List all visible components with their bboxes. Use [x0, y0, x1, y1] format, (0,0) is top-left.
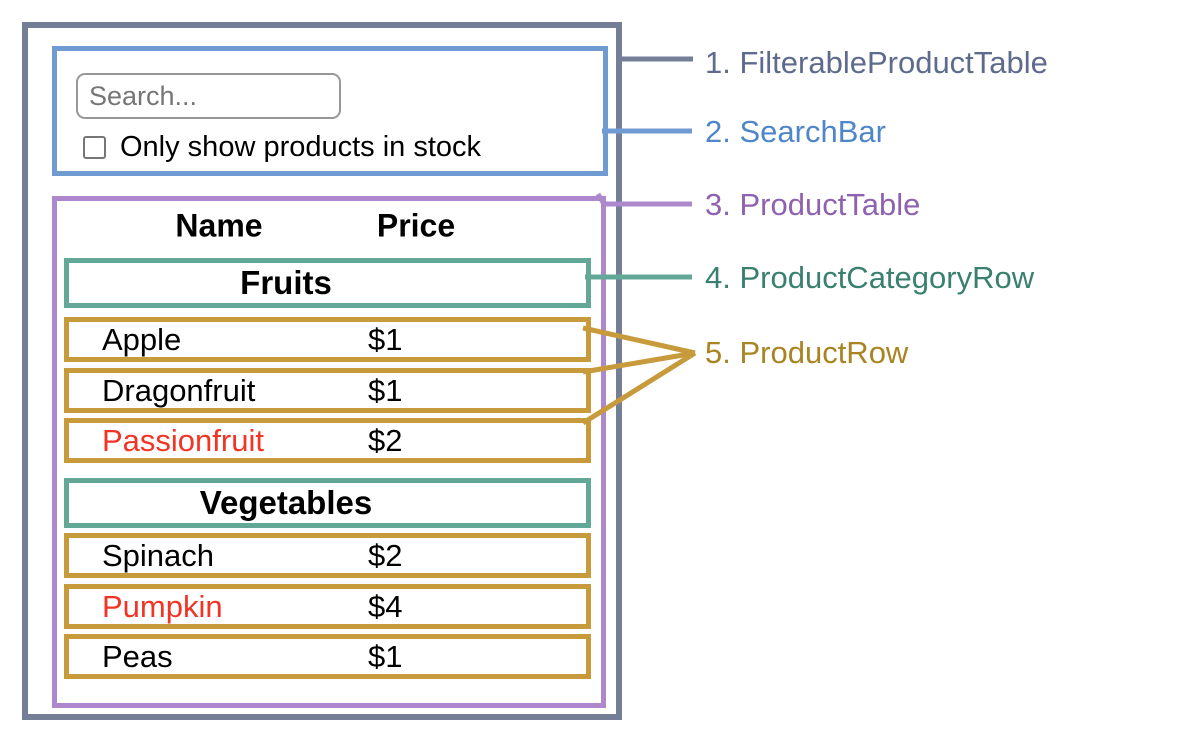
product-category-row-vegetables: Vegetables [64, 478, 591, 528]
in-stock-checkbox-label: Only show products in stock [120, 131, 482, 163]
product-price: $1 [368, 373, 403, 408]
product-name: Pumpkin [102, 589, 223, 624]
legend-filterable-product-table: 1. FilterableProductTable [705, 45, 1048, 80]
product-row-peas: Peas $1 [64, 634, 591, 679]
product-row-spinach: Spinach $2 [64, 533, 591, 578]
search-bar-box: Only show products in stock [52, 46, 608, 176]
product-price: $2 [368, 538, 403, 573]
product-name: Spinach [102, 538, 215, 573]
product-table-box: Name Price Fruits Apple $1 Dragonfruit $… [52, 196, 606, 708]
product-row-pumpkin: Pumpkin $4 [64, 584, 591, 629]
product-row-passionfruit: Passionfruit $2 [64, 418, 591, 463]
product-name: Dragonfruit [102, 373, 256, 408]
column-header-price: Price [376, 207, 456, 244]
legend-product-row: 5. ProductRow [705, 335, 909, 370]
product-price: $4 [368, 589, 403, 624]
search-input[interactable] [76, 73, 341, 119]
product-name: Peas [102, 639, 173, 674]
in-stock-checkbox[interactable] [83, 136, 106, 159]
category-label: Vegetables [199, 484, 373, 521]
product-row-apple: Apple $1 [64, 317, 591, 362]
product-price: $1 [368, 639, 403, 674]
product-name: Apple [102, 322, 182, 357]
product-row-dragonfruit: Dragonfruit $1 [64, 368, 591, 413]
product-price: $2 [368, 423, 403, 458]
legend-product-category-row: 4. ProductCategoryRow [705, 260, 1035, 295]
product-name: Passionfruit [102, 423, 264, 458]
legend-search-bar: 2. SearchBar [705, 114, 886, 149]
filterable-product-table-box: Only show products in stock Name Price F… [22, 22, 622, 720]
column-header-name: Name [175, 207, 263, 244]
product-price: $1 [368, 322, 403, 357]
legend-product-table: 3. ProductTable [705, 187, 921, 222]
product-category-row-fruits: Fruits [64, 258, 591, 308]
in-stock-filter-row: Only show products in stock [83, 131, 482, 163]
category-label: Fruits [240, 264, 332, 301]
